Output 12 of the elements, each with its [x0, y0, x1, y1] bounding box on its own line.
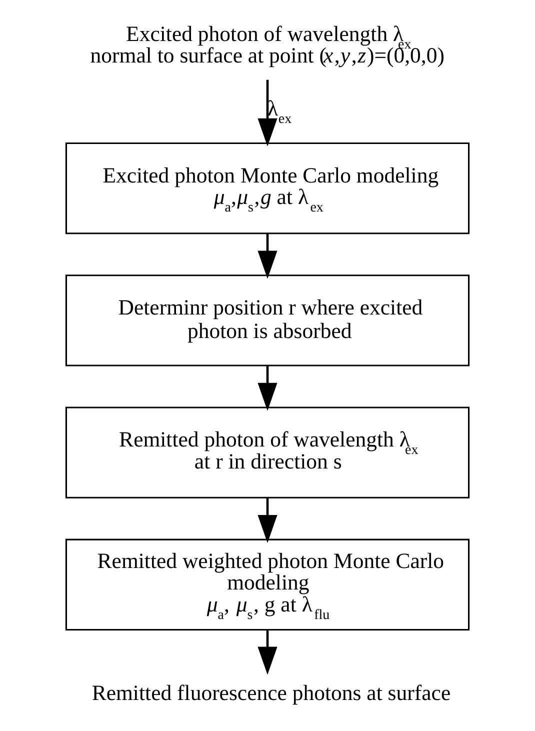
node-text: Remitted fluorescence photons at surface — [92, 680, 451, 705]
node-box: Determinr position r where excited photon is absorbed — [65, 274, 470, 366]
arrow — [258, 366, 278, 411]
node-text: Excited photon of wavelength λ$_{ex}$ normal to surface at point (x,y,z)=(0,0,0) — [90, 22, 444, 68]
node-box: Remitted weighted photon Monte Carlo modeling μ$_{a}$, μ$_{s}$, g at λ$_{flu}$ — [65, 538, 470, 630]
arrow — [258, 630, 278, 675]
edge-label: λ$_{ex}$ — [268, 96, 292, 128]
node-box: Remitted photon of wavelength λ$_{ex}$ at r in direction s — [65, 406, 470, 498]
arrow — [258, 234, 278, 279]
arrow — [258, 498, 278, 543]
arrow — [258, 80, 278, 146]
node-box: Excited photon Monte Carlo modeling μ$_{a}$,μ$_{s}$,g at λ$_{ex}$ — [65, 142, 470, 234]
